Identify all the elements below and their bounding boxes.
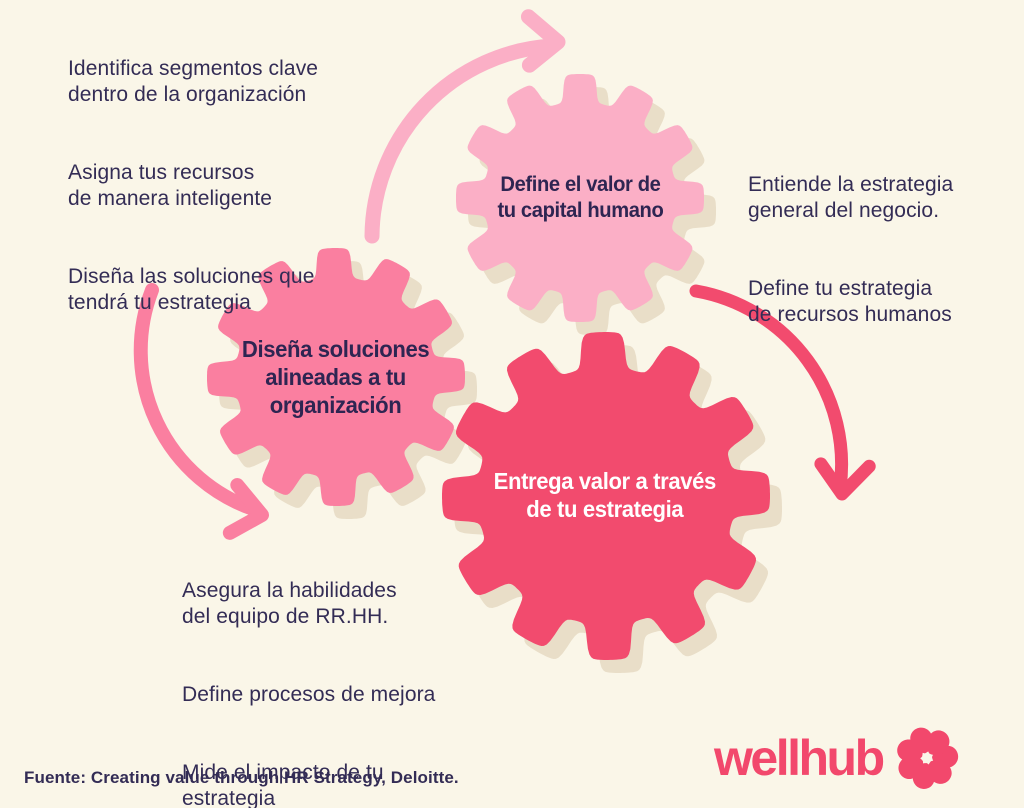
annotations-bottom-left: Asegura la habilidades del equipo de RR.… — [182, 552, 502, 808]
source-credit: Fuente: Creating value through HR Strate… — [24, 768, 459, 787]
gear-disena-soluciones — [207, 248, 465, 506]
annotation-item: Define tu estrategia de recursos humanos — [748, 277, 952, 326]
wellhub-logo-text: wellhub — [714, 730, 885, 786]
gear-label-entrega-valor-text: Entrega valor a través de tu estrategia — [493, 467, 717, 522]
arrow-right-curve-head-icon — [814, 457, 876, 501]
arrow-top-curve-head-icon — [520, 9, 566, 73]
pinwheel-petals — [893, 725, 958, 792]
arrow-left-curve-head-icon — [222, 478, 269, 540]
arrow-top-curve — [364, 9, 566, 244]
annotations-top-left: Identifica segmentos clave dentro de la … — [68, 30, 408, 368]
gear-define-valor — [456, 74, 704, 322]
annotation-item: Asigna tus recursos de manera inteligent… — [68, 161, 273, 210]
arrow-left-curve-shaft — [133, 283, 263, 517]
arrow-top-curve-shaft — [364, 38, 560, 244]
annotation-item: Asegura la habilidades del equipo de RR.… — [182, 579, 397, 628]
wellhub-logo: wellhub — [714, 724, 961, 792]
arrow-left-curve — [133, 283, 269, 540]
gear-label-define-valor-text: Define el valor de tu capital humano — [497, 173, 663, 222]
annotation-item: Mide el impacto de tu estrategia — [182, 761, 384, 808]
gear-label-disena-soluciones-text: Diseña soluciones alineadas a tu organiz… — [242, 335, 430, 419]
arrow-right-curve — [689, 284, 876, 501]
gear-label-entrega-valor: Entrega valor a través de tu estrategia — [455, 450, 755, 540]
annotations-right: Entiende la estrategia general del negoc… — [748, 146, 1008, 380]
annotation-item: Identifica segmentos clave dentro de la … — [68, 57, 319, 106]
annotation-item: Entiende la estrategia general del negoc… — [748, 173, 954, 222]
wellhub-pinwheel-icon — [893, 725, 958, 792]
gear-label-define-valor: Define el valor de tu capital humano — [460, 154, 700, 242]
annotation-item: Define procesos de mejora — [182, 683, 436, 706]
gear-entrega-valor — [442, 332, 770, 660]
annotation-item: Diseña las soluciones que tendrá tu estr… — [68, 265, 315, 314]
arrow-right-curve-shaft — [689, 284, 849, 495]
gear-label-disena-soluciones: Diseña soluciones alineadas a tu organiz… — [216, 318, 456, 436]
